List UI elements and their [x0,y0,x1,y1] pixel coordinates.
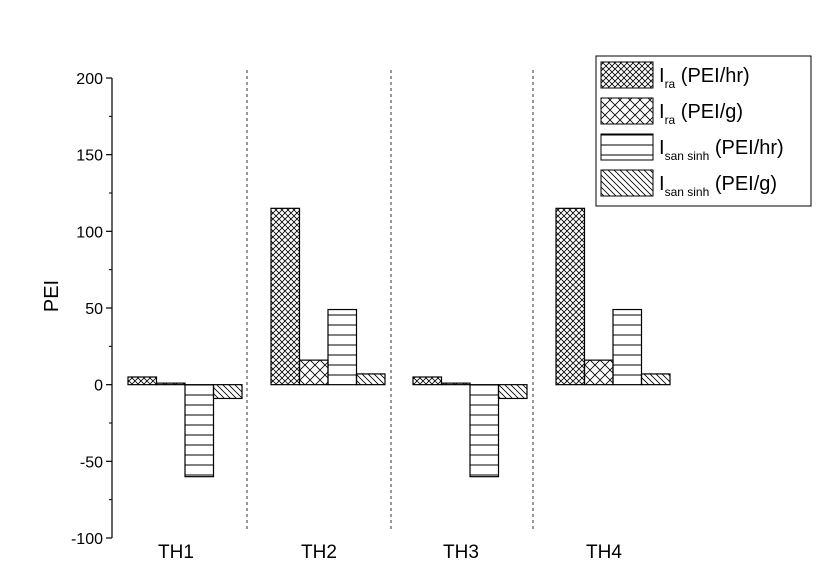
x-tick-label: TH3 [443,542,479,563]
legend-label-unit: (PEI/g) [709,173,777,195]
legend-swatch [600,97,654,125]
bar [270,207,301,386]
bar [355,373,386,386]
y-tick-label: 100 [76,224,103,241]
y-tick-label: -50 [80,454,103,471]
y-tick-label: 150 [76,148,103,165]
legend-label: Ira (PEI/g) [659,101,743,127]
y-tick-label: 0 [94,378,103,395]
bar [612,308,643,386]
legend-label: Isan sinh (PEI/g) [659,173,777,199]
legend-label-unit: (PEI/g) [675,101,743,123]
bar [412,376,443,386]
bars [127,207,671,478]
bar [583,359,614,386]
legend-label: Isan sinh (PEI/hr) [659,137,784,163]
y-tick-label: -100 [71,531,103,548]
y-axis: 200 150 100 50 0 -50 -100 [71,71,113,548]
x-tick-label: TH2 [301,542,337,563]
legend-label-subscript: ra [665,113,676,127]
legend-label-subscript: san sinh [665,185,710,199]
legend-swatch [600,133,654,161]
bar [155,382,186,386]
bar [184,384,215,478]
bar [298,359,329,386]
y-tick-label: 50 [85,301,103,318]
legend-label-unit: (PEI/hr) [675,65,749,87]
legend-swatch [600,61,654,89]
x-tick-label: TH4 [586,542,622,563]
legend-label-unit: (PEI/hr) [709,137,783,159]
legend-swatch [600,169,654,197]
y-tick-label: 200 [76,71,103,88]
bar [497,384,528,400]
legend-label-main: I [659,137,665,159]
x-tick-label: TH1 [158,542,194,563]
x-axis-labels: TH1 TH2 TH3 TH4 [158,542,622,563]
legend-label-main: I [659,101,665,123]
bar [212,384,243,400]
bar [440,382,471,386]
bar [555,207,586,386]
bar [127,376,158,386]
legend: Ira (PEI/hr)Ira (PEI/g)Isan sinh (PEI/hr… [595,55,812,207]
group-separators [246,70,534,530]
legend-label-main: I [659,65,665,87]
bar [327,308,358,386]
legend-label-main: I [659,173,665,195]
legend-label-subscript: ra [665,77,676,91]
bar [469,384,500,478]
bar [640,373,671,386]
y-axis-title: PEI [41,280,63,312]
legend-label: Ira (PEI/hr) [659,65,750,91]
legend-label-subscript: san sinh [665,149,710,163]
